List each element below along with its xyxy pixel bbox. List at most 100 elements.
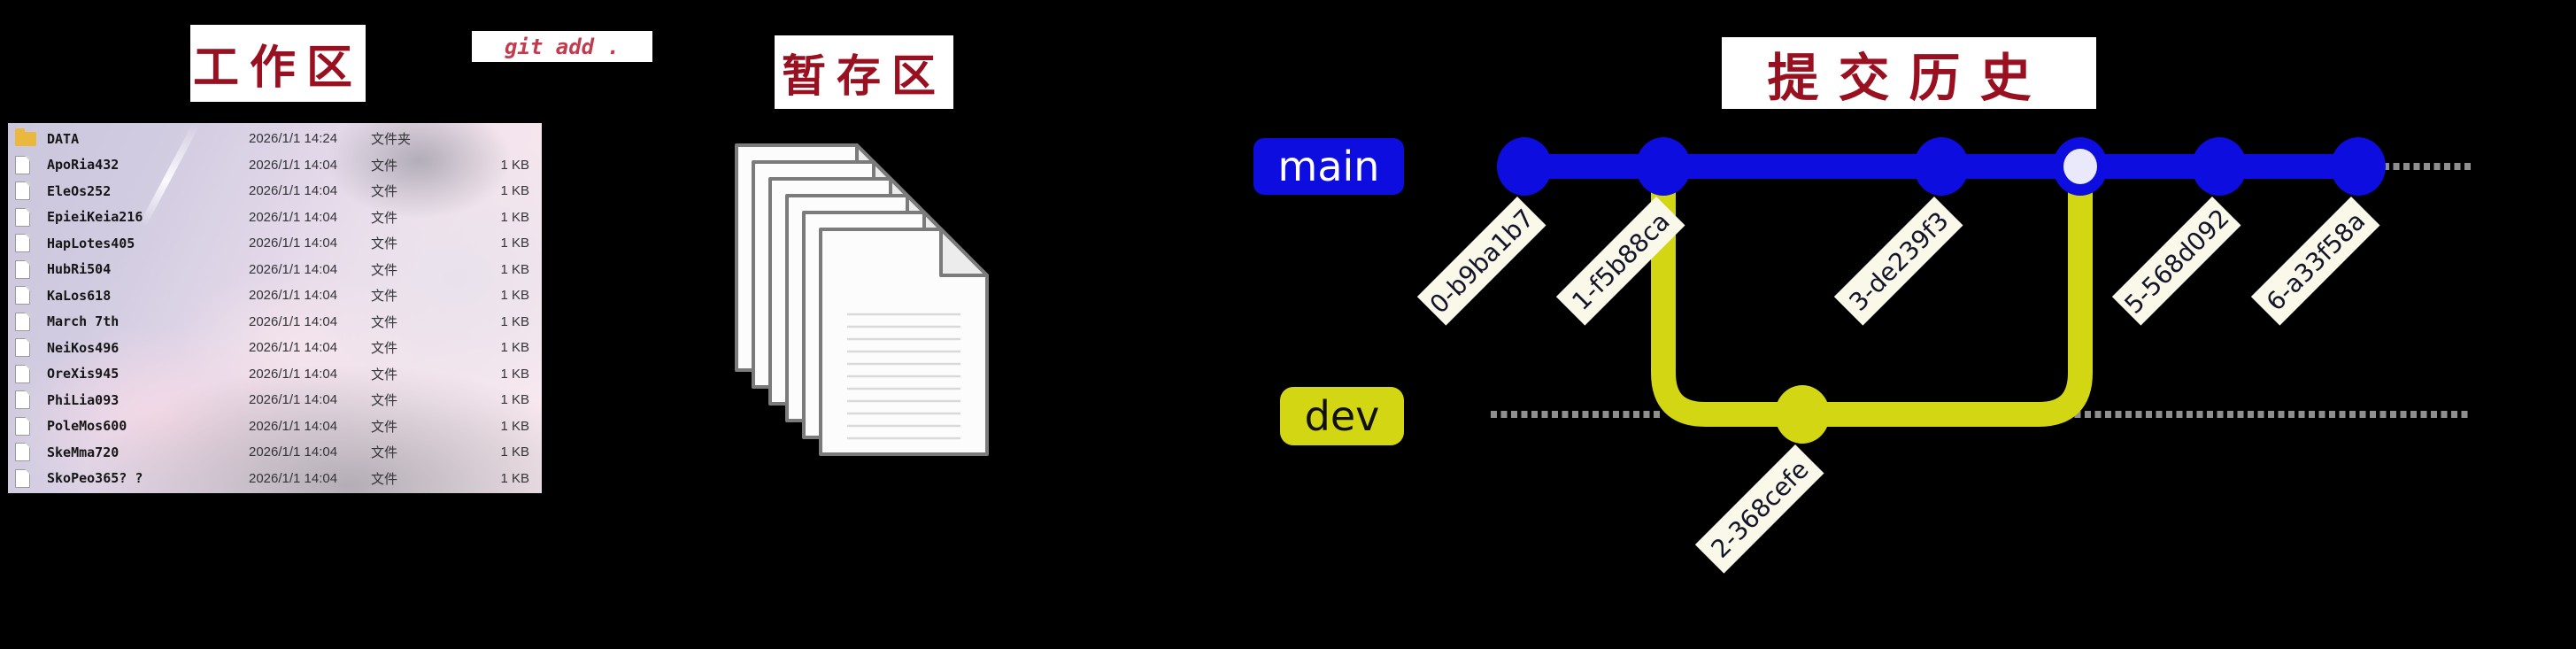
file-name: DATA bbox=[47, 130, 80, 147]
file-date: 2026/1/1 14:04 bbox=[249, 288, 338, 304]
file-name: KaLos618 bbox=[47, 287, 112, 304]
file-date: 2026/1/1 14:04 bbox=[249, 444, 338, 460]
document-stack-icon bbox=[735, 143, 989, 456]
file-row[interactable]: EpieiKeia216 2026/1/1 14:04 文件 1 KB bbox=[8, 205, 542, 231]
file-type: 文件 bbox=[371, 262, 398, 278]
file-size: 1 KB bbox=[500, 366, 529, 382]
file-row[interactable]: NeiKos496 2026/1/1 14:04 文件 1 KB bbox=[8, 335, 542, 361]
commit-node-1[interactable] bbox=[1636, 137, 1691, 196]
file-icon bbox=[15, 468, 30, 488]
file-name: PhiLia093 bbox=[47, 391, 120, 408]
file-date: 2026/1/1 14:04 bbox=[249, 313, 338, 329]
file-size: 1 KB bbox=[500, 288, 529, 304]
file-size: 1 KB bbox=[500, 340, 529, 356]
file-icon bbox=[15, 259, 30, 279]
commit-history-title: 提交历史 bbox=[1767, 47, 2051, 108]
file-type: 文件 bbox=[371, 367, 398, 382]
file-icon bbox=[15, 390, 30, 410]
file-date: 2026/1/1 14:04 bbox=[249, 209, 338, 225]
file-icon bbox=[15, 416, 30, 436]
file-icon bbox=[15, 234, 30, 253]
file-type: 文件 bbox=[371, 184, 398, 200]
file-type: 文件 bbox=[371, 158, 398, 174]
file-icon bbox=[15, 364, 30, 383]
file-row[interactable]: PhiLia093 2026/1/1 14:04 文件 1 KB bbox=[8, 387, 542, 413]
file-date: 2026/1/1 14:04 bbox=[249, 183, 338, 199]
sheet-icon-front bbox=[819, 228, 989, 456]
file-name: PoleMos600 bbox=[47, 418, 127, 435]
file-type: 文件 bbox=[371, 393, 398, 409]
file-size: 1 KB bbox=[500, 261, 529, 277]
file-name: SkoPeo365? ? bbox=[47, 470, 143, 487]
file-icon bbox=[15, 312, 30, 331]
file-size: 1 KB bbox=[500, 183, 529, 199]
file-name: SkeMma720 bbox=[47, 444, 120, 460]
working-area-title-box: 工作区 bbox=[190, 25, 366, 102]
file-row[interactable]: PoleMos600 2026/1/1 14:04 文件 1 KB bbox=[8, 413, 542, 440]
file-row[interactable]: EleOs252 2026/1/1 14:04 文件 1 KB bbox=[8, 178, 542, 205]
staging-area-title: 暂存区 bbox=[782, 49, 946, 102]
file-icon bbox=[15, 338, 30, 358]
file-date: 2026/1/1 14:04 bbox=[249, 392, 338, 408]
file-icon bbox=[15, 207, 30, 227]
file-date: 2026/1/1 14:04 bbox=[249, 470, 338, 486]
file-size: 1 KB bbox=[500, 236, 529, 251]
branch-label-main[interactable]: main bbox=[1253, 138, 1404, 195]
file-size: 1 KB bbox=[500, 392, 529, 408]
dev-branch-line bbox=[1651, 175, 2093, 427]
file-date: 2026/1/1 14:04 bbox=[249, 340, 338, 356]
commit-history-title-box: 提交历史 bbox=[1722, 37, 2096, 109]
file-name: HubRi504 bbox=[47, 261, 112, 278]
file-type: 文件夹 bbox=[371, 132, 412, 148]
file-date: 2026/1/1 14:04 bbox=[249, 261, 338, 277]
file-row[interactable]: HubRi504 2026/1/1 14:04 文件 1 KB bbox=[8, 257, 542, 283]
merge-commit-node-center bbox=[2063, 149, 2097, 184]
background-overlay bbox=[8, 123, 542, 493]
file-size: 1 KB bbox=[500, 209, 529, 225]
file-icon bbox=[15, 286, 30, 305]
file-icon bbox=[15, 155, 30, 174]
file-icon bbox=[15, 443, 30, 462]
commit-node-6[interactable] bbox=[2331, 137, 2386, 196]
commit-node-2[interactable] bbox=[1775, 385, 1830, 444]
file-type: 文件 bbox=[371, 419, 398, 435]
working-area-title: 工作区 bbox=[192, 41, 363, 95]
file-size: 1 KB bbox=[500, 157, 529, 173]
file-size: 1 KB bbox=[500, 313, 529, 329]
commit-node-0[interactable] bbox=[1497, 137, 1552, 196]
file-icon bbox=[15, 182, 30, 201]
file-size: 1 KB bbox=[500, 470, 529, 486]
file-type: 文件 bbox=[371, 236, 398, 252]
commit-node-5[interactable] bbox=[2192, 137, 2247, 196]
branch-label-dev[interactable]: dev bbox=[1280, 387, 1404, 445]
file-date: 2026/1/1 14:04 bbox=[249, 418, 338, 434]
commit-node-3[interactable] bbox=[1914, 137, 1969, 196]
git-add-command: git add . bbox=[504, 34, 621, 59]
text-lines-decoration bbox=[847, 313, 960, 440]
git-add-command-box: git add . bbox=[472, 31, 652, 62]
file-name: EleOs252 bbox=[47, 182, 112, 199]
file-date: 2026/1/1 14:04 bbox=[249, 366, 338, 382]
staging-area-title-box: 暂存区 bbox=[775, 35, 953, 109]
file-name: ApoRia432 bbox=[47, 157, 120, 174]
folder-icon bbox=[15, 127, 36, 146]
file-row[interactable]: ApoRia432 2026/1/1 14:04 文件 1 KB bbox=[8, 152, 542, 179]
file-type: 文件 bbox=[371, 210, 398, 226]
file-size: 1 KB bbox=[500, 418, 529, 434]
file-type: 文件 bbox=[371, 341, 398, 357]
file-type: 文件 bbox=[371, 314, 398, 330]
file-name: NeiKos496 bbox=[47, 339, 120, 356]
file-name: EpieiKeia216 bbox=[47, 209, 143, 226]
file-date: 2026/1/1 14:04 bbox=[249, 157, 338, 173]
